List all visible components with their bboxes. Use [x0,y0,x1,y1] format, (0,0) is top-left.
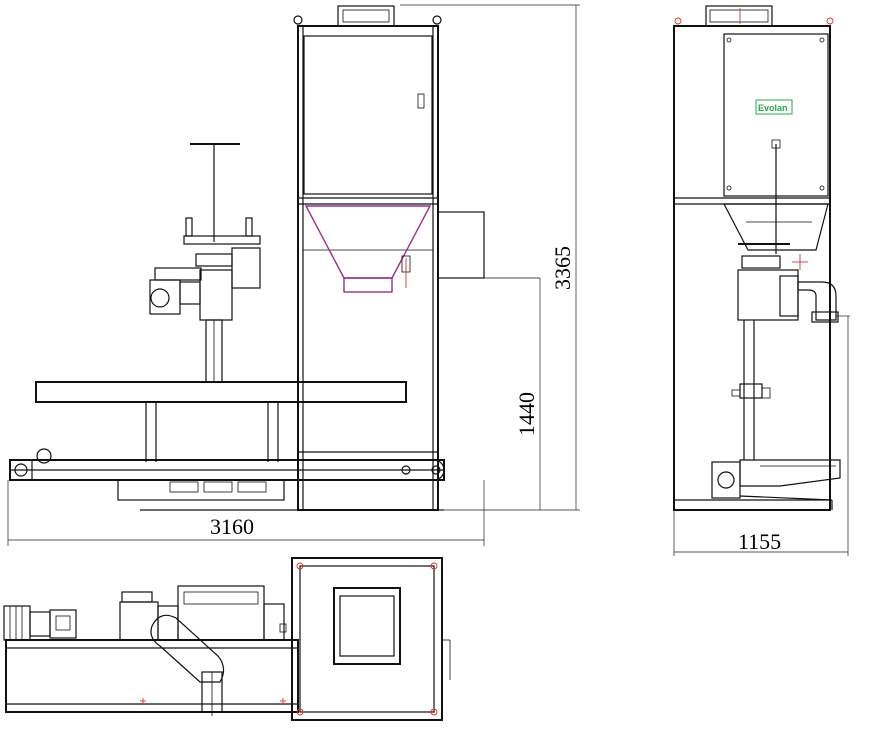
front-view: Evolan [673,5,850,556]
front-conveyor [711,459,841,510]
top-view [3,557,451,721]
front-top-inlet [674,5,834,27]
front-hopper [723,139,829,254]
dim-discharge-height: 1440 [514,392,539,436]
top-hopper-frame [291,557,451,721]
front-bag-clamp [737,243,839,323]
side-dimensions [7,4,580,546]
side-scale-box [437,211,485,279]
side-table [35,381,407,462]
logo-badge [755,99,793,115]
dim-side-width: 3160 [210,514,254,539]
side-top-inlet [332,5,400,27]
logo-text: Evolan [758,103,788,113]
dim-total-height: 3365 [550,246,575,290]
side-cabinet [303,35,433,195]
dim-front-width: 1155 [738,529,781,554]
front-column [731,320,771,460]
top-clamp-assembly [119,585,287,716]
side-frame [293,15,442,511]
side-bag-clamp [149,143,261,383]
side-conveyor [9,448,445,511]
top-conveyor-bed [5,639,299,713]
side-hopper [304,205,432,293]
top-motor [3,605,77,641]
front-dimensions [673,315,850,556]
side-view [7,4,580,546]
